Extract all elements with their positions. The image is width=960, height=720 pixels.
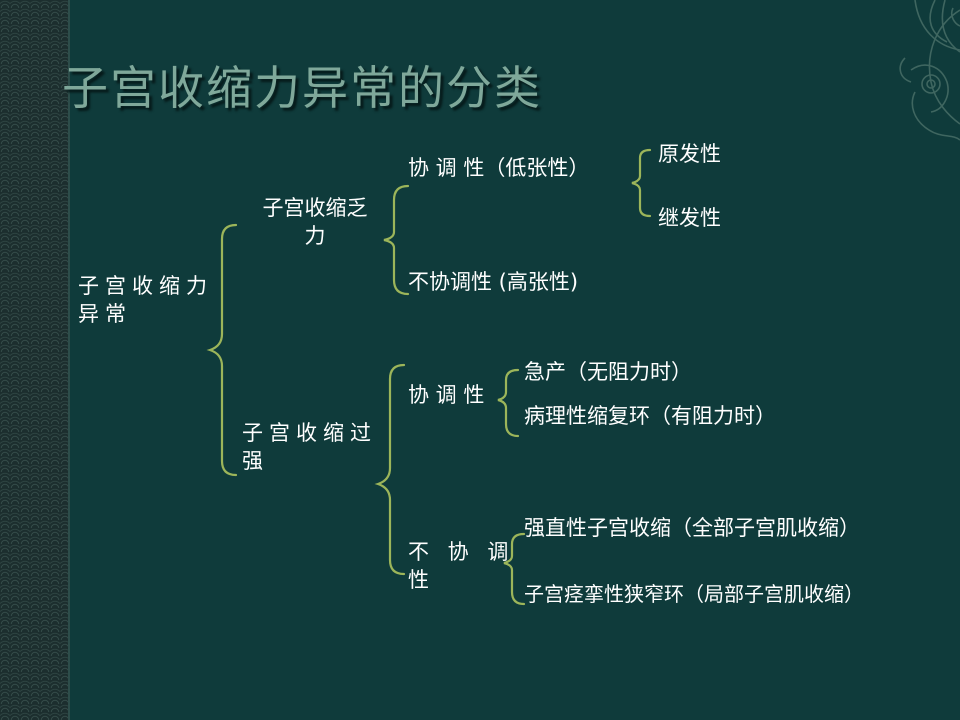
strong-label: 子宫收缩过 强 <box>242 421 377 473</box>
pathological-ring-label: 病理性缩复环（有阻力时） <box>524 404 776 428</box>
tetanic-contraction-label: 强直性子宫收缩（全部子宫肌收缩） <box>524 516 860 540</box>
strong-uncoordinated-label: 不 协 调 性 <box>408 540 515 592</box>
strong-brace <box>374 363 406 576</box>
constriction-ring-label: 子宫痉挛性狭窄环（局部子宫肌收缩） <box>524 582 864 606</box>
slide-title: 子宫收缩力异常的分类 <box>62 61 542 115</box>
phoenix-ornament-icon <box>899 0 960 141</box>
root-brace <box>206 223 238 477</box>
weak-uncoordinated-label: 不协调性 (高张性) <box>408 270 579 294</box>
weak-label: 子宫收缩乏 力 <box>262 196 368 248</box>
precipitate-labor-label: 急产（无阻力时） <box>524 360 692 384</box>
root-label: 子宫收缩力 异常 <box>78 274 213 326</box>
band-divider <box>68 0 70 720</box>
strong-coordinated-brace <box>497 368 520 438</box>
primary-label: 原发性 <box>658 142 721 166</box>
strong-uncoordinated-brace <box>503 532 526 606</box>
patterned-left-band <box>0 0 68 720</box>
secondary-label: 继发性 <box>658 206 721 230</box>
weak-brace <box>383 184 410 296</box>
strong-coordinated-label: 协 调 性 <box>408 383 485 407</box>
weak-coordinated-brace <box>631 148 652 218</box>
weak-coordinated-label: 协 调 性（低张性） <box>408 156 590 180</box>
